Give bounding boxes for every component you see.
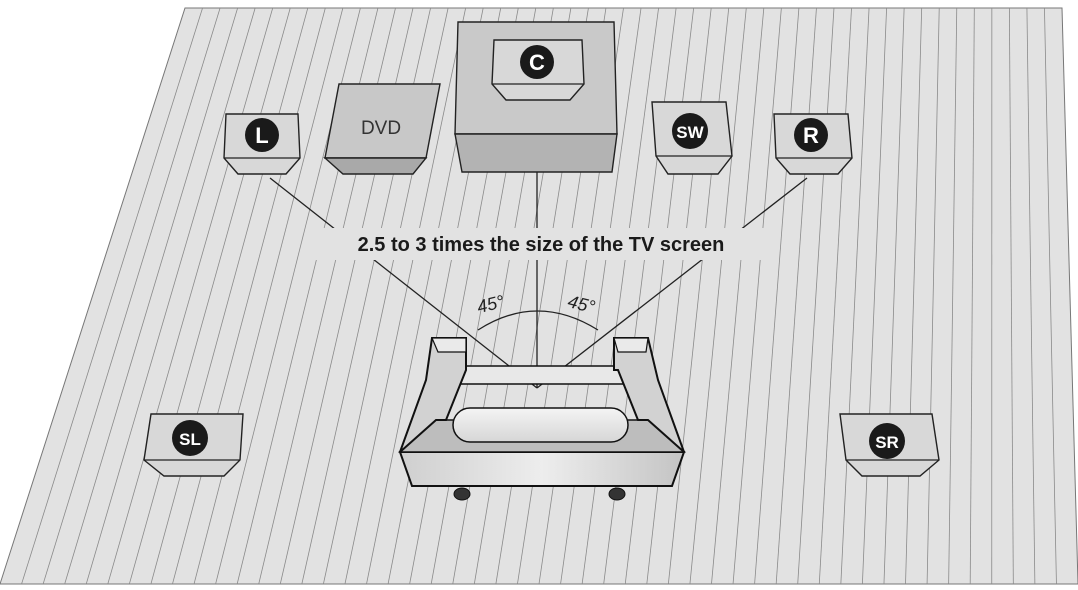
- front-right-label: R: [803, 123, 819, 148]
- surround-left-label: SL: [179, 430, 201, 449]
- floor-plank-line: [193, 8, 344, 584]
- floor-plank-line: [560, 8, 642, 584]
- floor-plank-line: [344, 8, 467, 584]
- subwoofer: SW: [651, 101, 733, 175]
- listening-lines: [269, 152, 808, 389]
- floor-plank-line: [42, 8, 221, 584]
- floor-plank-line: [107, 8, 274, 584]
- floor-plank-line: [883, 8, 905, 584]
- floor-plank-line: [150, 8, 309, 584]
- subwoofer-badge: [672, 113, 708, 149]
- floor-plank-line: [840, 8, 870, 584]
- floor-plank-line: [732, 8, 782, 584]
- floor-plank-line: [926, 8, 940, 584]
- front-right-badge: [794, 118, 828, 152]
- surround-right-label: SR: [875, 433, 899, 452]
- floor-plank-line: [775, 8, 817, 584]
- front-left-speaker: L: [223, 113, 301, 175]
- floor-plank-line: [85, 8, 256, 584]
- floor-plank-line: [21, 8, 203, 584]
- floor-plank-line: [969, 8, 975, 584]
- center-speaker-badge: [520, 45, 554, 79]
- front-left-label: L: [255, 123, 268, 148]
- floor-plank-line: [711, 8, 765, 584]
- dvd-label: DVD: [361, 118, 401, 139]
- center-speaker-label: C: [529, 50, 545, 75]
- floor-plank-line: [581, 8, 659, 584]
- distance-caption: 2.5 to 3 times the size of the TV screen: [358, 234, 725, 256]
- subwoofer-label: SW: [676, 123, 704, 142]
- floor-plank-line: [1044, 8, 1057, 584]
- dvd-player: DVD: [323, 83, 441, 175]
- left-speaker-line: [269, 177, 538, 389]
- surround-right-badge: [869, 423, 905, 459]
- floor-plank-line: [1008, 8, 1014, 584]
- floor-plank-line: [64, 8, 239, 584]
- surround-right-speaker: SR: [839, 413, 940, 477]
- caption-backing: [306, 228, 778, 260]
- floor-plank-line: [862, 8, 887, 584]
- floor-plank-line: [689, 8, 747, 584]
- floor-plank-line: [172, 8, 326, 584]
- surround-left-badge: [172, 420, 208, 456]
- center-speaker: C: [491, 39, 585, 101]
- floor-plank-line: [797, 8, 835, 584]
- front-left-badge: [245, 118, 279, 152]
- floor-plank-line: [1026, 8, 1036, 584]
- couch: [398, 337, 686, 501]
- front-right-speaker: R: [773, 113, 853, 175]
- floor-plank-line: [905, 8, 923, 584]
- floor-plank-line: [128, 8, 291, 584]
- surround-left-speaker: SL: [143, 413, 244, 477]
- right-speaker-line: [536, 177, 808, 389]
- floor-plank-line: [754, 8, 800, 584]
- floor-plank-line: [818, 8, 852, 584]
- angle-arc: [477, 310, 599, 331]
- floor-plank-line: [948, 8, 958, 584]
